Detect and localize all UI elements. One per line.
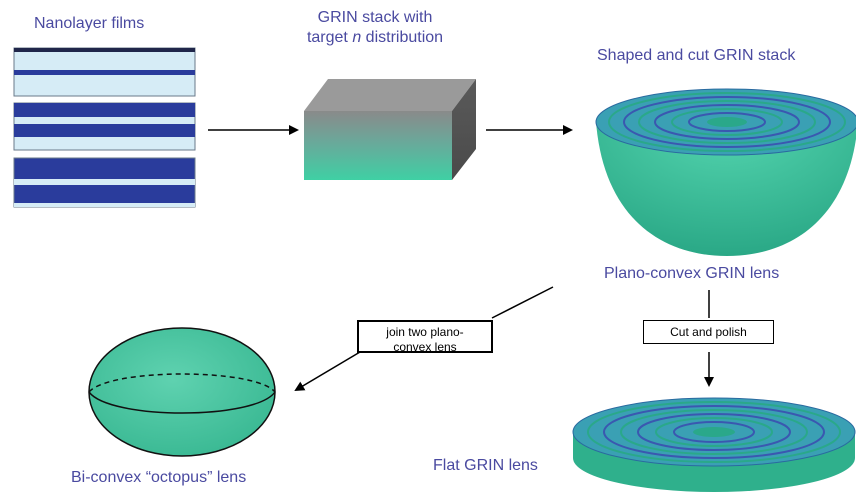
label-nanolayer-films: Nanolayer films [34, 15, 145, 32]
label-shaped-cut: Shaped and cut GRIN stack [597, 47, 796, 64]
arrow-join-to-biconvex [294, 351, 361, 392]
join-lens-line2: convex lens [393, 340, 457, 354]
label-flat-grin: Flat GRIN lens [433, 457, 538, 474]
film-2 [13, 102, 196, 151]
shaped-grin-hemisphere [595, 88, 856, 256]
grin-stack-block [304, 79, 476, 180]
label-grin-stack-line2-prefix: target [306, 29, 353, 46]
flat-grin-lens [572, 397, 856, 492]
label-grin-stack-line2: target n distribution [280, 28, 470, 48]
bi-convex-lens [88, 327, 276, 457]
film-3 [13, 157, 196, 208]
label-grin-stack-line1: GRIN stack with [317, 9, 433, 26]
cut-and-polish-box: Cut and polish [643, 320, 774, 344]
label-bi-convex: Bi-convex “octopus” lens [71, 469, 247, 486]
label-grin-stack-line2-italic: n [352, 29, 362, 46]
join-lens-line1: join two plano- [386, 325, 464, 339]
connector-plano-to-join [491, 286, 554, 319]
nanolayer-films [13, 47, 196, 208]
film-1 [13, 47, 196, 97]
label-grin-stack: GRIN stack with target n distribution [280, 8, 470, 48]
label-grin-stack-line2-suffix: distribution [361, 29, 444, 46]
join-lens-box: join two plano- convex lens [357, 320, 493, 354]
label-plano-convex: Plano-convex GRIN lens [604, 265, 780, 282]
